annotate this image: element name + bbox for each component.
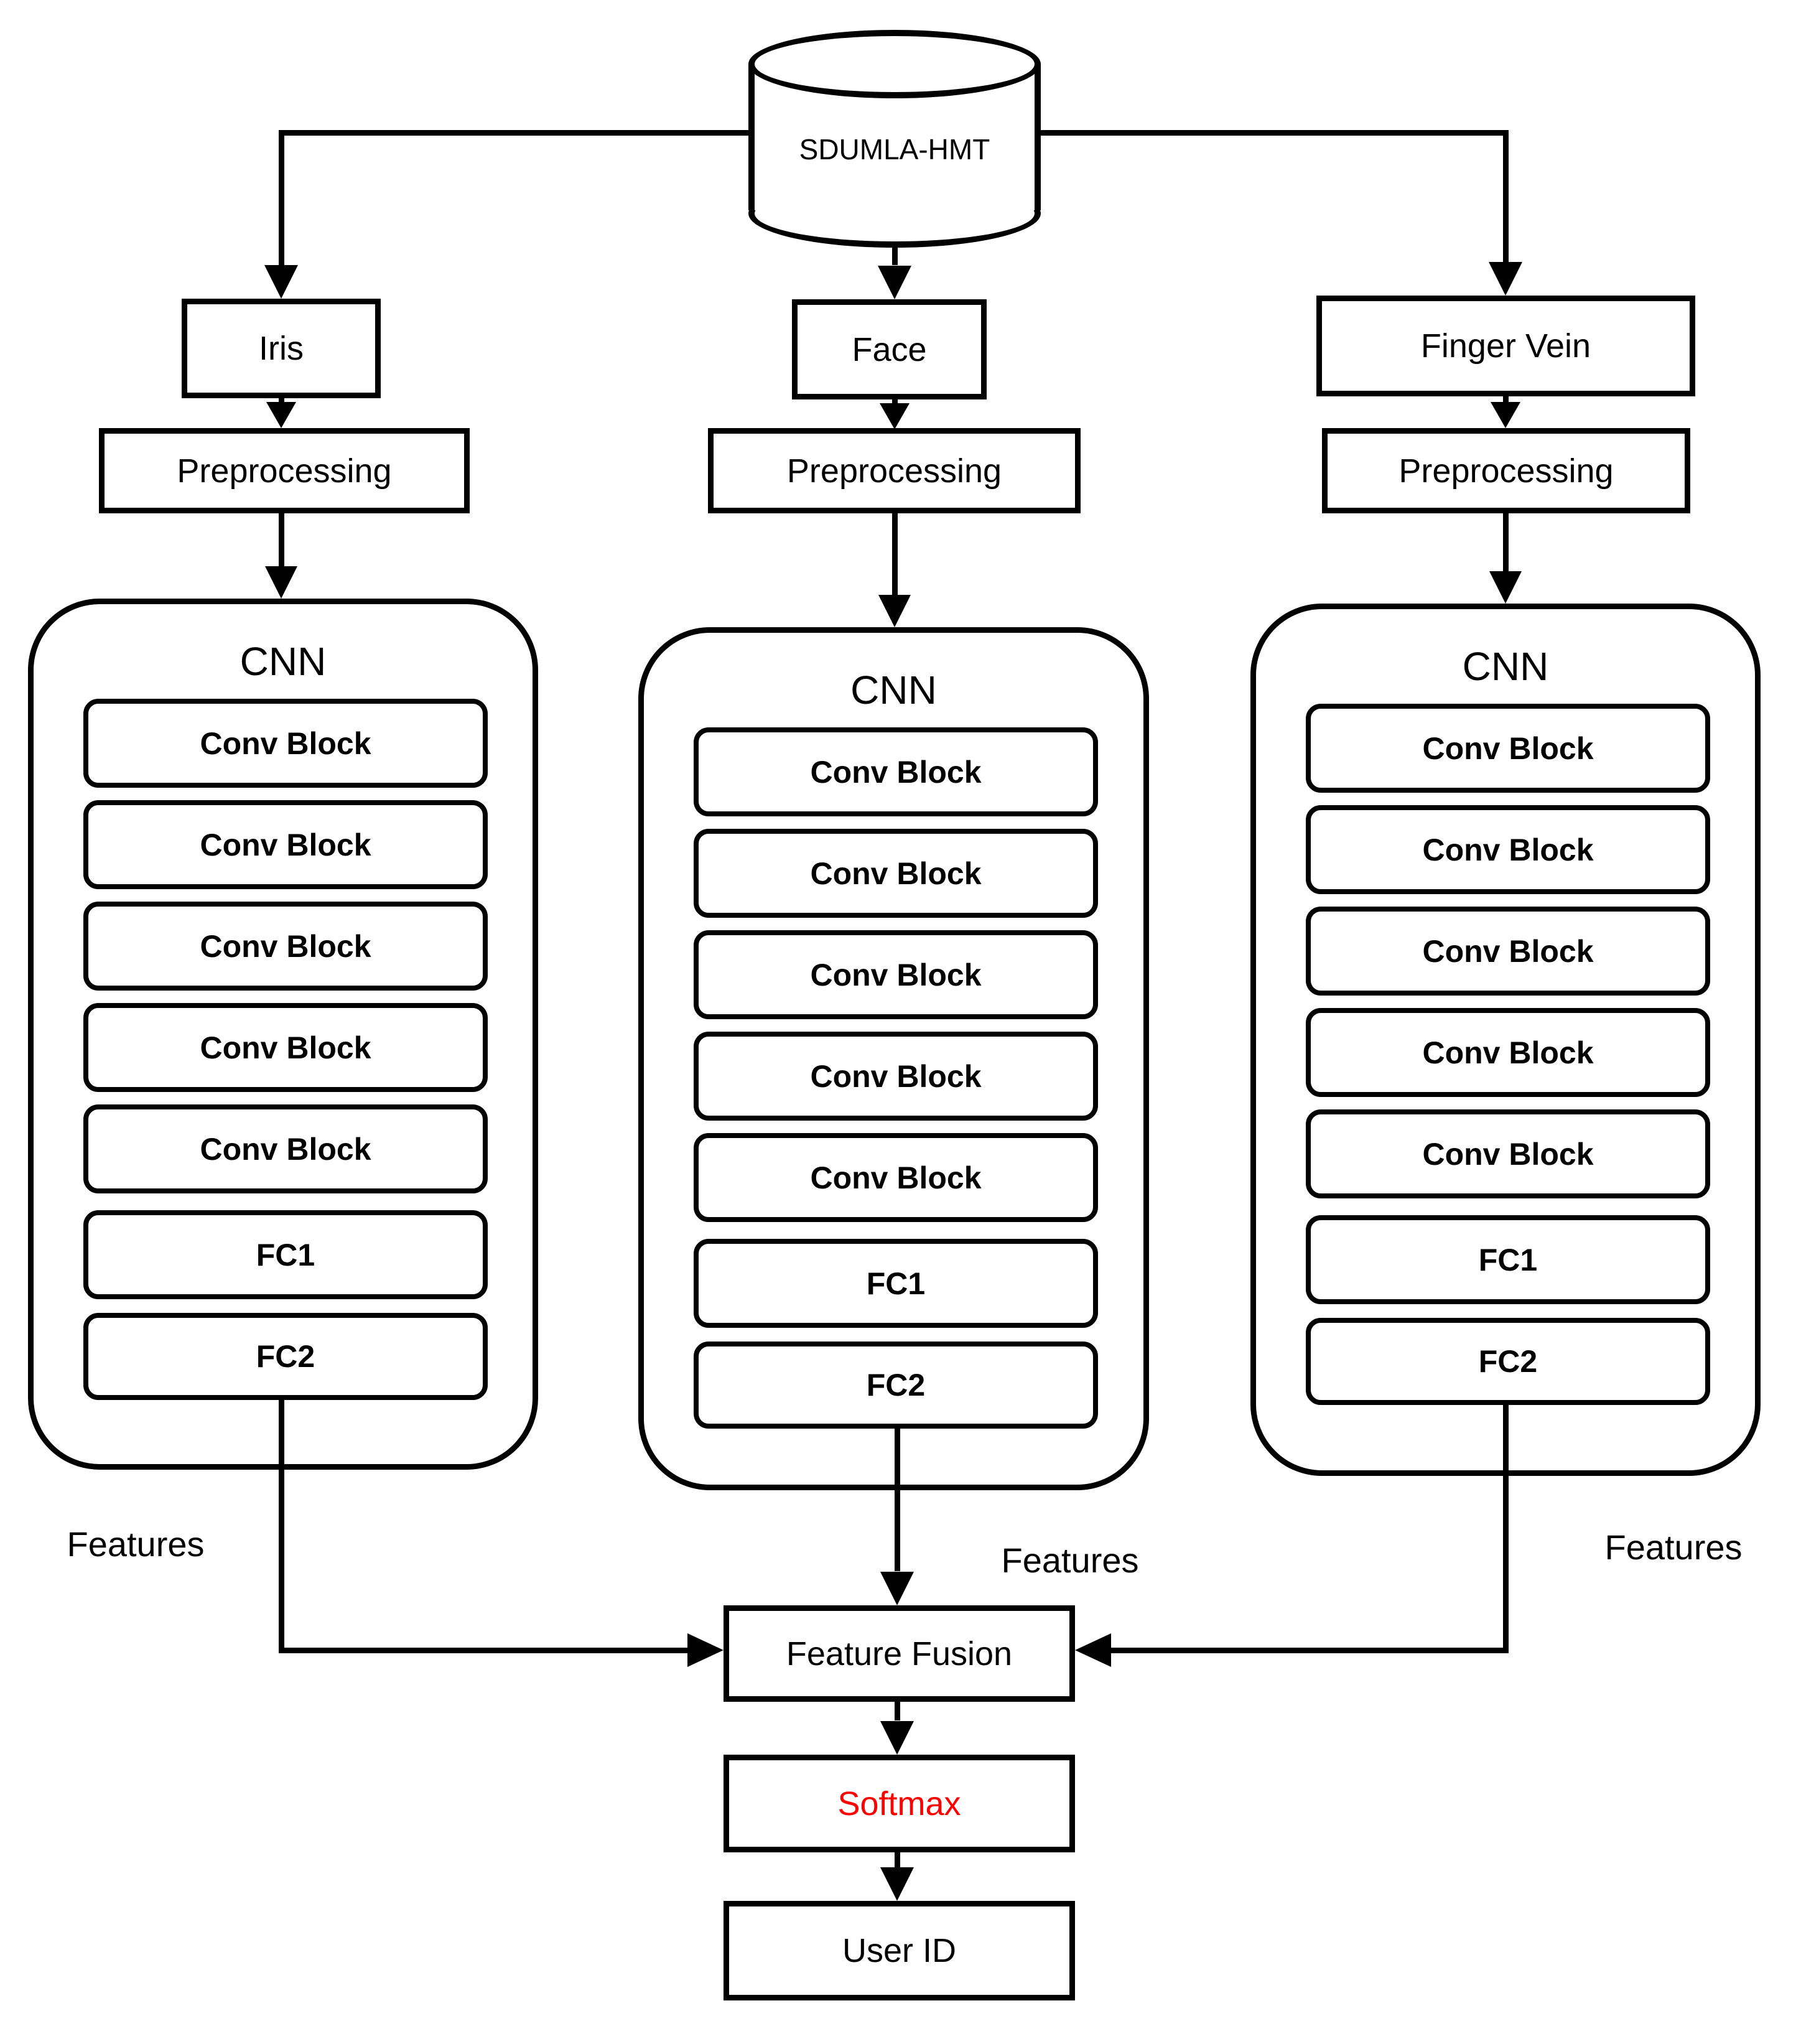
cnn-container-iris: CNN Conv Block Conv Block Conv Block Con… <box>28 599 538 1470</box>
line-preprocessing-to-cnn-face <box>892 513 898 595</box>
cnn-title-iris: CNN <box>240 639 327 684</box>
arrowhead-into-cnn-iris-icon <box>265 566 297 599</box>
cylinder-top-ellipse <box>748 30 1041 98</box>
preprocessing-label-face: Preprocessing <box>786 452 1002 490</box>
line-fingervein-to-preprocessing <box>1503 396 1509 404</box>
conv-block: Conv Block <box>1306 805 1710 894</box>
softmax-label: Softmax <box>837 1785 961 1822</box>
features-label-fingervein: Features <box>1604 1528 1743 1567</box>
arrowhead-into-fusion-right-icon <box>1075 1633 1111 1667</box>
preprocessing-label-fingervein: Preprocessing <box>1398 452 1614 490</box>
database-cylinder: SDUMLA-HMT <box>748 30 1041 249</box>
arrowhead-into-cnn-face-icon <box>878 595 911 627</box>
arrowhead-into-softmax-icon <box>880 1721 914 1755</box>
cnn-container-face: CNN Conv Block Conv Block Conv Block Con… <box>638 627 1149 1490</box>
preprocessing-box-fingervein: Preprocessing <box>1322 428 1690 513</box>
user-id-box: User ID <box>724 1901 1075 2000</box>
fc2-block: FC2 <box>1306 1318 1710 1405</box>
conv-block: Conv Block <box>83 699 488 788</box>
fc2-block: FC2 <box>694 1342 1098 1429</box>
cnn-title-fingervein: CNN <box>1462 644 1549 689</box>
arrowhead-into-fingervein-icon <box>1489 262 1522 296</box>
conv-block: Conv Block <box>1306 907 1710 996</box>
face-label: Face <box>852 330 927 368</box>
fc1-block: FC1 <box>1306 1215 1710 1304</box>
conv-block: Conv Block <box>694 1032 1098 1121</box>
arrowhead-into-preprocessing-fingervein-icon <box>1491 402 1520 428</box>
conv-block: Conv Block <box>83 1003 488 1092</box>
preprocessing-label-iris: Preprocessing <box>177 452 392 490</box>
features-label-face: Features <box>1001 1541 1139 1580</box>
cnn-container-fingervein: CNN Conv Block Conv Block Conv Block Con… <box>1250 604 1761 1476</box>
arrowhead-into-iris-icon <box>264 265 298 299</box>
fc1-block: FC1 <box>83 1210 488 1299</box>
feature-fusion-label: Feature Fusion <box>786 1635 1013 1673</box>
iris-box: Iris <box>182 299 381 398</box>
conv-block: Conv Block <box>83 1104 488 1193</box>
user-id-label: User ID <box>842 1932 956 1969</box>
conv-block: Conv Block <box>83 800 488 889</box>
preprocessing-box-iris: Preprocessing <box>99 428 470 513</box>
conv-block: Conv Block <box>1306 704 1710 793</box>
collector-line-left <box>279 1648 687 1653</box>
arrowhead-into-preprocessing-iris-icon <box>266 402 296 428</box>
iris-label: Iris <box>259 330 304 367</box>
arrowhead-into-fusion-middle-icon <box>880 1572 914 1605</box>
line-softmax-to-userid <box>895 1852 900 1868</box>
drop-line-iris <box>279 130 284 267</box>
conv-block: Conv Block <box>83 902 488 991</box>
conv-block: Conv Block <box>694 829 1098 918</box>
database-label: SDUMLA-HMT <box>799 133 990 166</box>
fc1-block: FC1 <box>694 1239 1098 1328</box>
conv-block: Conv Block <box>1306 1109 1710 1198</box>
finger-vein-box: Finger Vein <box>1316 296 1695 396</box>
conv-block: Conv Block <box>694 1133 1098 1222</box>
fc2-block: FC2 <box>83 1313 488 1400</box>
finger-vein-label: Finger Vein <box>1420 327 1591 365</box>
drop-line-fingervein <box>1503 130 1509 264</box>
collector-line-right <box>1111 1648 1509 1653</box>
conv-block: Conv Block <box>1306 1008 1710 1097</box>
arrowhead-into-fusion-left-icon <box>687 1633 724 1667</box>
line-preprocessing-to-cnn-fingervein <box>1503 513 1509 571</box>
conv-block: Conv Block <box>694 930 1098 1019</box>
line-preprocessing-to-cnn-iris <box>279 513 284 566</box>
line-fusion-to-softmax <box>895 1702 900 1720</box>
arrowhead-into-userid-icon <box>880 1867 914 1901</box>
arrowhead-into-face-icon <box>878 266 911 299</box>
drop-line-face <box>892 243 898 265</box>
features-line-iris <box>279 1400 284 1650</box>
cnn-title-face: CNN <box>850 668 937 712</box>
arrowhead-into-cnn-fingervein-icon <box>1489 571 1522 604</box>
feature-fusion-box: Feature Fusion <box>724 1605 1075 1702</box>
arrowhead-into-preprocessing-face-icon <box>880 403 910 429</box>
preprocessing-box-face: Preprocessing <box>708 428 1081 513</box>
conv-block: Conv Block <box>694 727 1098 816</box>
face-box: Face <box>792 299 987 399</box>
features-line-fingervein <box>1503 1405 1509 1650</box>
features-line-face <box>895 1429 900 1571</box>
features-label-iris: Features <box>67 1524 205 1564</box>
softmax-box: Softmax <box>724 1755 1075 1852</box>
